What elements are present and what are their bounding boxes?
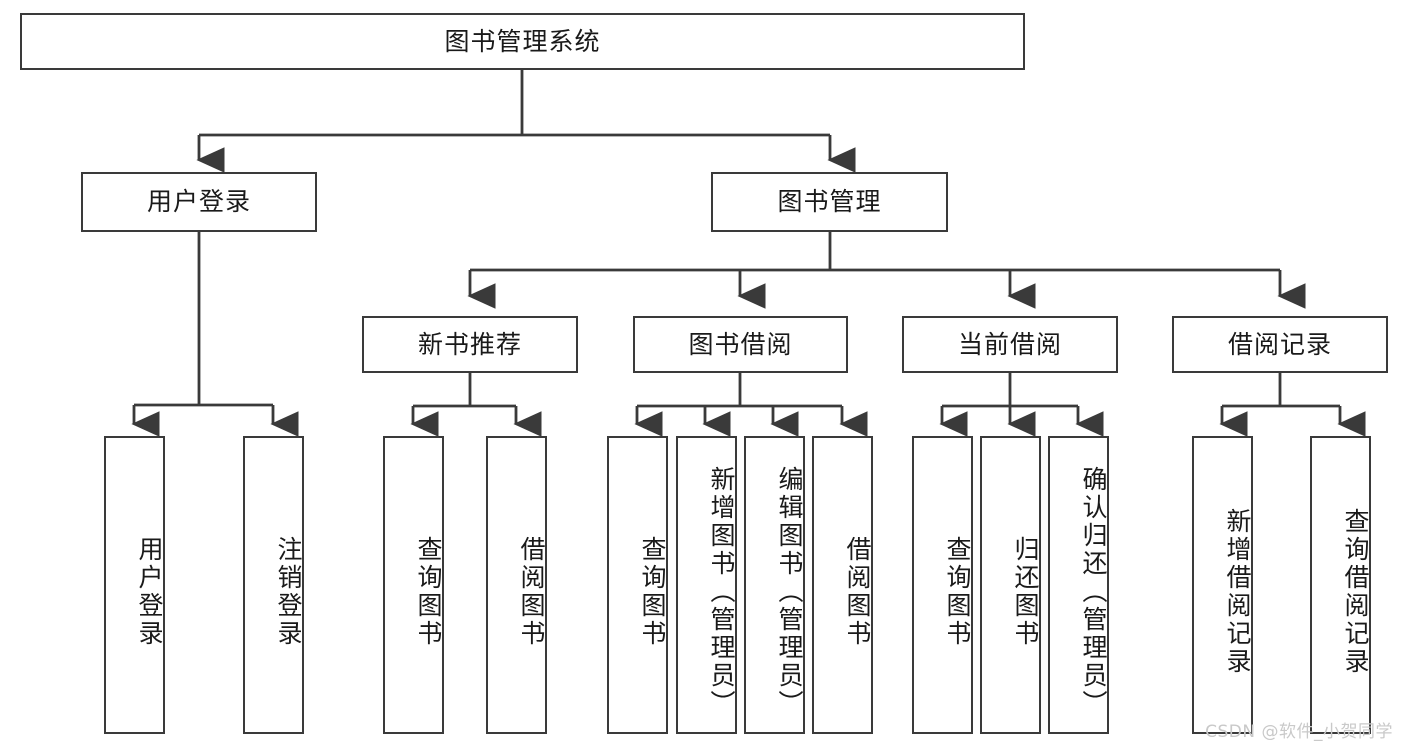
node-label: 借阅记录	[1227, 329, 1332, 359]
leaf-borrow-book-recommend[interactable]: 借阅图书	[486, 436, 547, 734]
watermark: CSDN @软件_小贺同学	[1205, 722, 1393, 742]
node-label: 编辑图书（管理员）	[775, 466, 804, 718]
leaf-query-book-borrow[interactable]: 查询图书	[607, 436, 668, 734]
leaf-query-book-current[interactable]: 查询图书	[912, 436, 973, 734]
node-book-borrow[interactable]: 图书借阅	[633, 316, 848, 373]
node-current-borrow[interactable]: 当前借阅	[902, 316, 1118, 373]
leaf-add-borrow-record[interactable]: 新增借阅记录	[1192, 436, 1253, 734]
node-borrow-record[interactable]: 借阅记录	[1172, 316, 1388, 373]
node-label: 新书推荐	[417, 329, 522, 359]
node-label: 图书管理	[777, 187, 882, 217]
node-label: 查询借阅记录	[1341, 508, 1370, 676]
leaf-query-borrow-record[interactable]: 查询借阅记录	[1310, 436, 1371, 734]
node-label: 当前借阅	[957, 329, 1062, 359]
leaf-logout[interactable]: 注销登录	[243, 436, 304, 734]
node-user-login[interactable]: 用户登录	[81, 172, 317, 232]
node-label: 用户登录	[135, 536, 164, 648]
node-label: 借阅图书	[843, 536, 872, 648]
node-label: 图书借阅	[688, 329, 793, 359]
leaf-edit-book-admin[interactable]: 编辑图书（管理员）	[744, 436, 805, 734]
node-label: 图书管理系统	[444, 26, 601, 56]
leaf-query-book-recommend[interactable]: 查询图书	[383, 436, 444, 734]
node-label: 新增图书（管理员）	[707, 466, 736, 718]
leaf-user-login[interactable]: 用户登录	[104, 436, 165, 734]
leaf-borrow-book[interactable]: 借阅图书	[812, 436, 873, 734]
node-label: 新增借阅记录	[1223, 508, 1252, 676]
leaf-confirm-return-admin[interactable]: 确认归还（管理员）	[1048, 436, 1109, 734]
node-label: 确认归还（管理员）	[1079, 466, 1108, 718]
node-label: 查询图书	[414, 536, 443, 648]
node-label: 借阅图书	[517, 536, 546, 648]
node-label: 归还图书	[1011, 536, 1040, 648]
node-label: 查询图书	[638, 536, 667, 648]
node-book-management[interactable]: 图书管理	[711, 172, 948, 232]
node-label: 用户登录	[146, 187, 251, 217]
node-new-book-recommend[interactable]: 新书推荐	[362, 316, 578, 373]
node-label: 注销登录	[274, 536, 303, 648]
leaf-add-book-admin[interactable]: 新增图书（管理员）	[676, 436, 737, 734]
leaf-return-book[interactable]: 归还图书	[980, 436, 1041, 734]
node-root-book-management-system[interactable]: 图书管理系统	[20, 13, 1025, 70]
node-label: 查询图书	[943, 536, 972, 648]
